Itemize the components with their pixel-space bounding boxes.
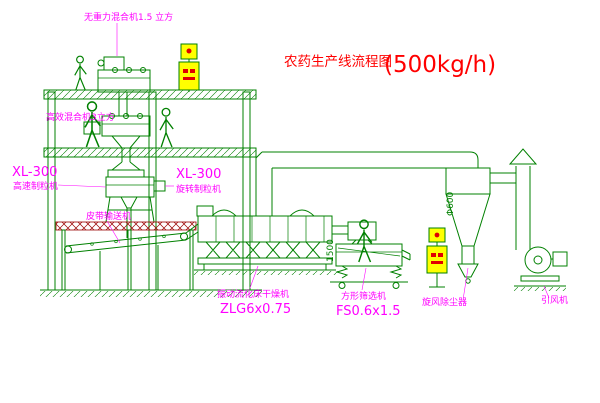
label-high-eff-mixer: 高效混合机3立方 (46, 111, 115, 123)
control-panel-1 (178, 43, 200, 92)
cyclone-dust-collector (445, 167, 516, 284)
label-sieve-model: FS0.6x1.5 (336, 304, 401, 319)
indicator-lamp (434, 232, 440, 238)
induced-draft-fan (514, 246, 568, 291)
exhaust-stack (508, 148, 538, 250)
fan-motor (552, 251, 568, 267)
worker-figure (74, 55, 87, 91)
label-gravity-mixer: 无重力混合机1.5 立方 (84, 11, 173, 23)
cyclone-dipleg (461, 246, 475, 264)
label-granulator-left-name: 高速制粒机 (13, 180, 58, 192)
diagram-title: 农药生产线流程图 (284, 54, 392, 70)
dimension-cyclone-diameter: Φ600 (446, 191, 456, 216)
label-dryer-name: 振动流化床干燥机 (217, 288, 289, 300)
dimension-duct-height: 1500 (326, 239, 336, 262)
dryer-base (197, 257, 333, 265)
sieve-springs (335, 265, 403, 279)
label-belt-conveyor: 皮带输送机 (86, 210, 131, 222)
mixer-discharge-pipe (118, 92, 128, 116)
sieve-body (335, 243, 403, 267)
square-sieve (330, 221, 411, 289)
control-panel-2 (426, 227, 448, 288)
dryer-body (197, 215, 333, 243)
belt-conveyor (64, 223, 199, 290)
dryer-inlet-box (196, 205, 214, 217)
label-granulator-right-model: XL-300 (176, 167, 221, 182)
fan-scroll (524, 246, 552, 274)
worker-figure (84, 101, 102, 148)
cyclone-cylinder (445, 167, 491, 195)
worker-figure (159, 107, 174, 148)
column-right (242, 91, 251, 291)
stack-cap (508, 148, 538, 165)
sieve-feed-box (347, 221, 377, 241)
sieve-feed-pipe (332, 225, 348, 235)
label-granulator-right-name: 旋转制粒机 (176, 183, 221, 195)
granulator-hopper (107, 169, 145, 178)
floor-slab-mid (43, 147, 257, 158)
diagram-capacity: (500kg/h) (384, 52, 496, 78)
leader-lines (57, 23, 550, 301)
label-fan: 引风机 (541, 294, 568, 306)
cyclone-outlet-pipe (490, 172, 516, 184)
mixer-body (97, 69, 151, 93)
granulator (105, 169, 166, 238)
dryer-domes (211, 209, 315, 217)
conveyor-chute (185, 223, 199, 241)
vibration-springs (205, 241, 321, 259)
granulator-legs (105, 196, 155, 223)
fluid-bed-dryer (194, 205, 338, 275)
ground-hatch (40, 291, 262, 297)
exhaust-duct (255, 151, 479, 216)
service-platform (55, 221, 197, 291)
label-cyclone: 旋风除尘器 (422, 296, 467, 308)
indicator-lamp (186, 48, 192, 54)
label-granulator-left-model: XL-300 (12, 165, 57, 180)
granulator-body (105, 176, 155, 198)
label-dryer-model: ZLG6x0.75 (220, 302, 291, 317)
y-chute (111, 161, 141, 171)
label-sieve-name: 方形筛选机 (341, 290, 386, 302)
gravity-mixer (97, 56, 151, 116)
conveyor-legs (99, 245, 159, 290)
fan-base (520, 275, 560, 282)
sieve-outlets (401, 249, 411, 261)
